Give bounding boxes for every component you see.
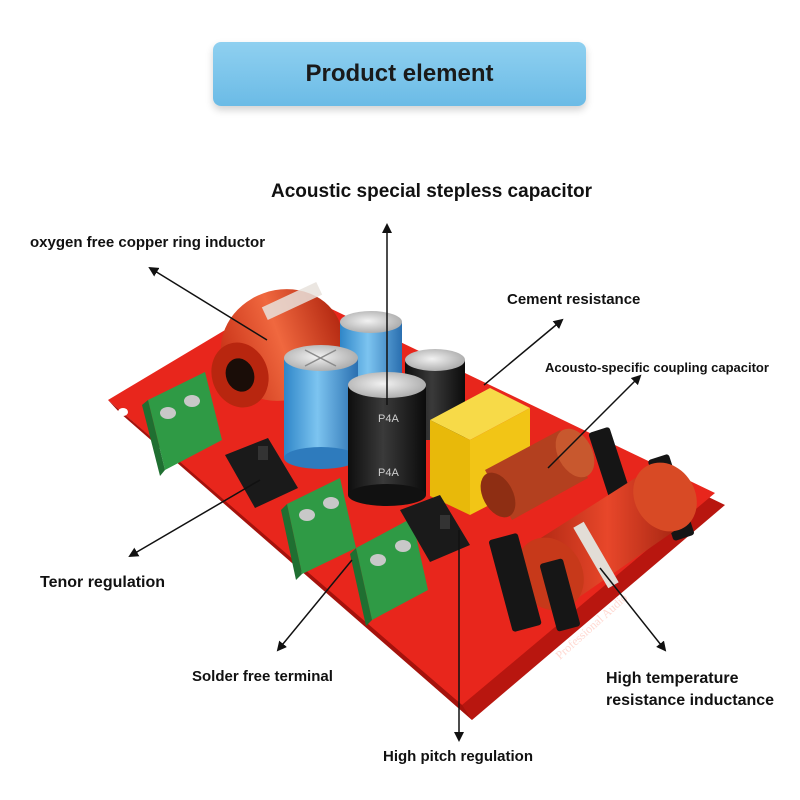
blue-capacitor-front (284, 345, 358, 469)
label-ring-inductor: oxygen free copper ring inductor (30, 234, 266, 251)
label-high-pitch-regulation: High pitch regulation (383, 748, 533, 765)
label-coupling-capacitor: Acousto-specific coupling capacitor (545, 360, 769, 375)
pitch-switch (400, 495, 470, 562)
arrow-high-temp (599, 567, 667, 652)
label-high-temp-line1: High temperature (606, 670, 739, 687)
terminal-block-left (142, 372, 222, 476)
label-stepless-capacitor: Acoustic special stepless capacitor (271, 181, 593, 202)
air-core-coil (489, 427, 697, 632)
page-title: Product element (305, 60, 494, 87)
arrow-solder (276, 559, 353, 652)
terminal-block-right (350, 518, 428, 626)
arrow-cement (483, 318, 564, 386)
arrow-inductor (148, 266, 268, 341)
terminal-block-middle (281, 478, 356, 580)
label-cement-resistance: Cement resistance (507, 291, 641, 308)
label-tenor-regulation: Tenor regulation (40, 574, 166, 591)
label-high-temp-line2: resistance inductance (606, 692, 775, 709)
coupling-capacitor (480, 428, 595, 520)
label-solder-free-terminal: Solder free terminal (192, 668, 333, 685)
mounting-hole (118, 408, 128, 416)
mounting-hole (514, 686, 524, 694)
tenor-switch (225, 438, 298, 508)
cap-mark: P4A (378, 467, 399, 479)
pointer-arrows (128, 223, 667, 742)
cap-mark: P4A (378, 413, 399, 425)
title-banner: Product element (213, 42, 586, 106)
arrow-tenor (128, 479, 261, 558)
arrow-coupling (547, 374, 642, 469)
